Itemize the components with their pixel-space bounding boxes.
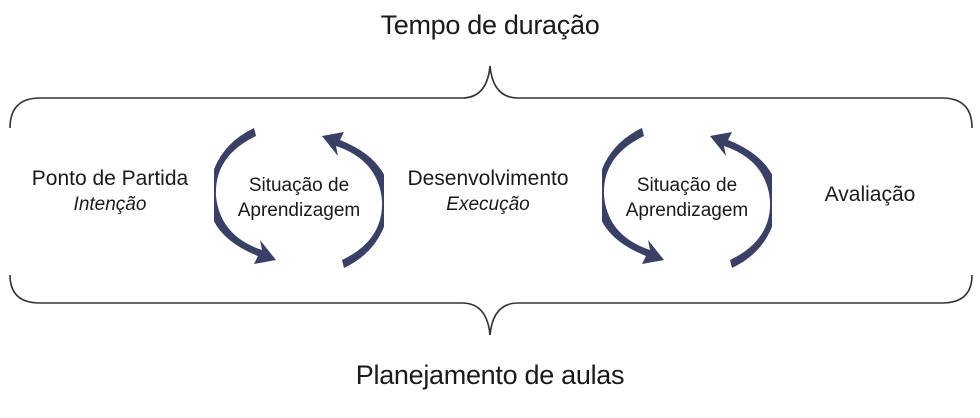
lesson-planning-title: Planejamento de aulas	[355, 360, 625, 390]
cycle-2-line-1: Situação de	[636, 175, 738, 196]
stage-evaluation-title: Avaliação	[824, 183, 916, 206]
top-brace	[9, 65, 973, 129]
stage-starting-point: Ponto de Partida Intenção	[10, 166, 210, 218]
cycle-2-line-2: Aprendizagem	[625, 200, 749, 221]
stage-evaluation: Avaliação	[800, 182, 940, 208]
cycle-1-line-2: Aprendizagem	[237, 200, 361, 221]
stage-development: Desenvolvimento Execução	[388, 166, 588, 218]
stage-development-title: Desenvolvimento	[407, 167, 569, 190]
learning-situation-cycle-2: Situação de Aprendizagem	[602, 128, 772, 268]
stage-starting-point-subtitle: Intenção	[73, 194, 147, 215]
stage-development-subtitle: Execução	[446, 194, 530, 215]
duration-title: Tempo de duração	[380, 10, 600, 40]
cycle-arrows-icon	[214, 128, 384, 268]
cycle-1-line-1: Situação de	[248, 175, 350, 196]
bottom-brace	[9, 274, 973, 336]
cycle-arrows-icon	[602, 128, 772, 268]
learning-situation-cycle-1: Situação de Aprendizagem	[214, 128, 384, 268]
stage-starting-point-title: Ponto de Partida	[31, 167, 189, 190]
